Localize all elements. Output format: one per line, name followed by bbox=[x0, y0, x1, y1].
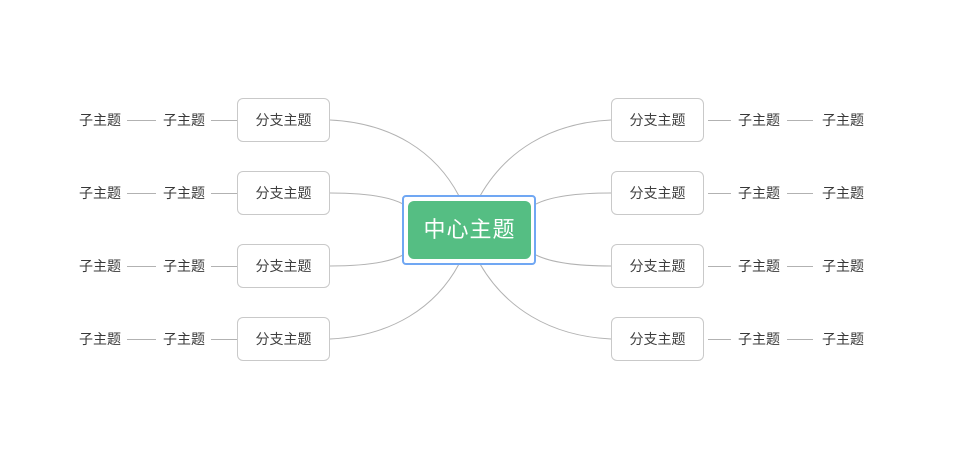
subtopic-label[interactable]: 子主题 bbox=[738, 112, 780, 128]
branch-topic-node[interactable]: 分支主题 bbox=[611, 317, 704, 361]
subtopic-label[interactable]: 子主题 bbox=[822, 185, 864, 201]
subtopic-connector bbox=[708, 120, 731, 121]
branch-curve-right-4 bbox=[479, 263, 612, 340]
subtopic-connector bbox=[787, 266, 813, 267]
subtopic-label[interactable]: 子主题 bbox=[738, 185, 780, 201]
subtopic-label[interactable]: 子主题 bbox=[163, 258, 205, 274]
subtopic-connector bbox=[787, 120, 813, 121]
branch-topic-node[interactable]: 分支主题 bbox=[237, 171, 330, 215]
branch-curve-right-2 bbox=[535, 192, 612, 205]
subtopic-label[interactable]: 子主题 bbox=[163, 331, 205, 347]
subtopic-connector bbox=[211, 120, 237, 121]
branch-curve-right-3 bbox=[535, 254, 612, 267]
subtopic-connector bbox=[708, 339, 731, 340]
subtopic-label[interactable]: 子主题 bbox=[79, 258, 121, 274]
subtopic-connector bbox=[211, 266, 237, 267]
subtopic-label[interactable]: 子主题 bbox=[163, 112, 205, 128]
subtopic-connector bbox=[708, 193, 731, 194]
branch-curve-left-1 bbox=[329, 119, 460, 197]
branch-topic-node[interactable]: 分支主题 bbox=[611, 244, 704, 288]
subtopic-label[interactable]: 子主题 bbox=[79, 112, 121, 128]
branch-curve-right-1 bbox=[479, 119, 612, 197]
subtopic-connector bbox=[127, 120, 156, 121]
branch-topic-node[interactable]: 分支主题 bbox=[611, 98, 704, 142]
central-topic-node[interactable]: 中心主题 bbox=[408, 201, 531, 259]
subtopic-connector bbox=[211, 193, 237, 194]
branch-topic-node[interactable]: 分支主题 bbox=[237, 317, 330, 361]
subtopic-connector bbox=[787, 193, 813, 194]
branch-topic-node[interactable]: 分支主题 bbox=[237, 244, 330, 288]
subtopic-connector bbox=[708, 266, 731, 267]
subtopic-connector bbox=[127, 193, 156, 194]
branch-topic-node[interactable]: 分支主题 bbox=[237, 98, 330, 142]
subtopic-label[interactable]: 子主题 bbox=[822, 331, 864, 347]
subtopic-label[interactable]: 子主题 bbox=[163, 185, 205, 201]
branch-curve-left-4 bbox=[329, 263, 460, 340]
subtopic-label[interactable]: 子主题 bbox=[79, 331, 121, 347]
subtopic-connector bbox=[127, 266, 156, 267]
subtopic-connector bbox=[211, 339, 237, 340]
subtopic-label[interactable]: 子主题 bbox=[79, 185, 121, 201]
subtopic-label[interactable]: 子主题 bbox=[822, 258, 864, 274]
branch-curve-left-2 bbox=[329, 192, 404, 205]
branch-curve-left-3 bbox=[329, 254, 404, 267]
subtopic-connector bbox=[787, 339, 813, 340]
subtopic-label[interactable]: 子主题 bbox=[822, 112, 864, 128]
subtopic-label[interactable]: 子主题 bbox=[738, 331, 780, 347]
branch-topic-node[interactable]: 分支主题 bbox=[611, 171, 704, 215]
subtopic-label[interactable]: 子主题 bbox=[738, 258, 780, 274]
subtopic-connector bbox=[127, 339, 156, 340]
